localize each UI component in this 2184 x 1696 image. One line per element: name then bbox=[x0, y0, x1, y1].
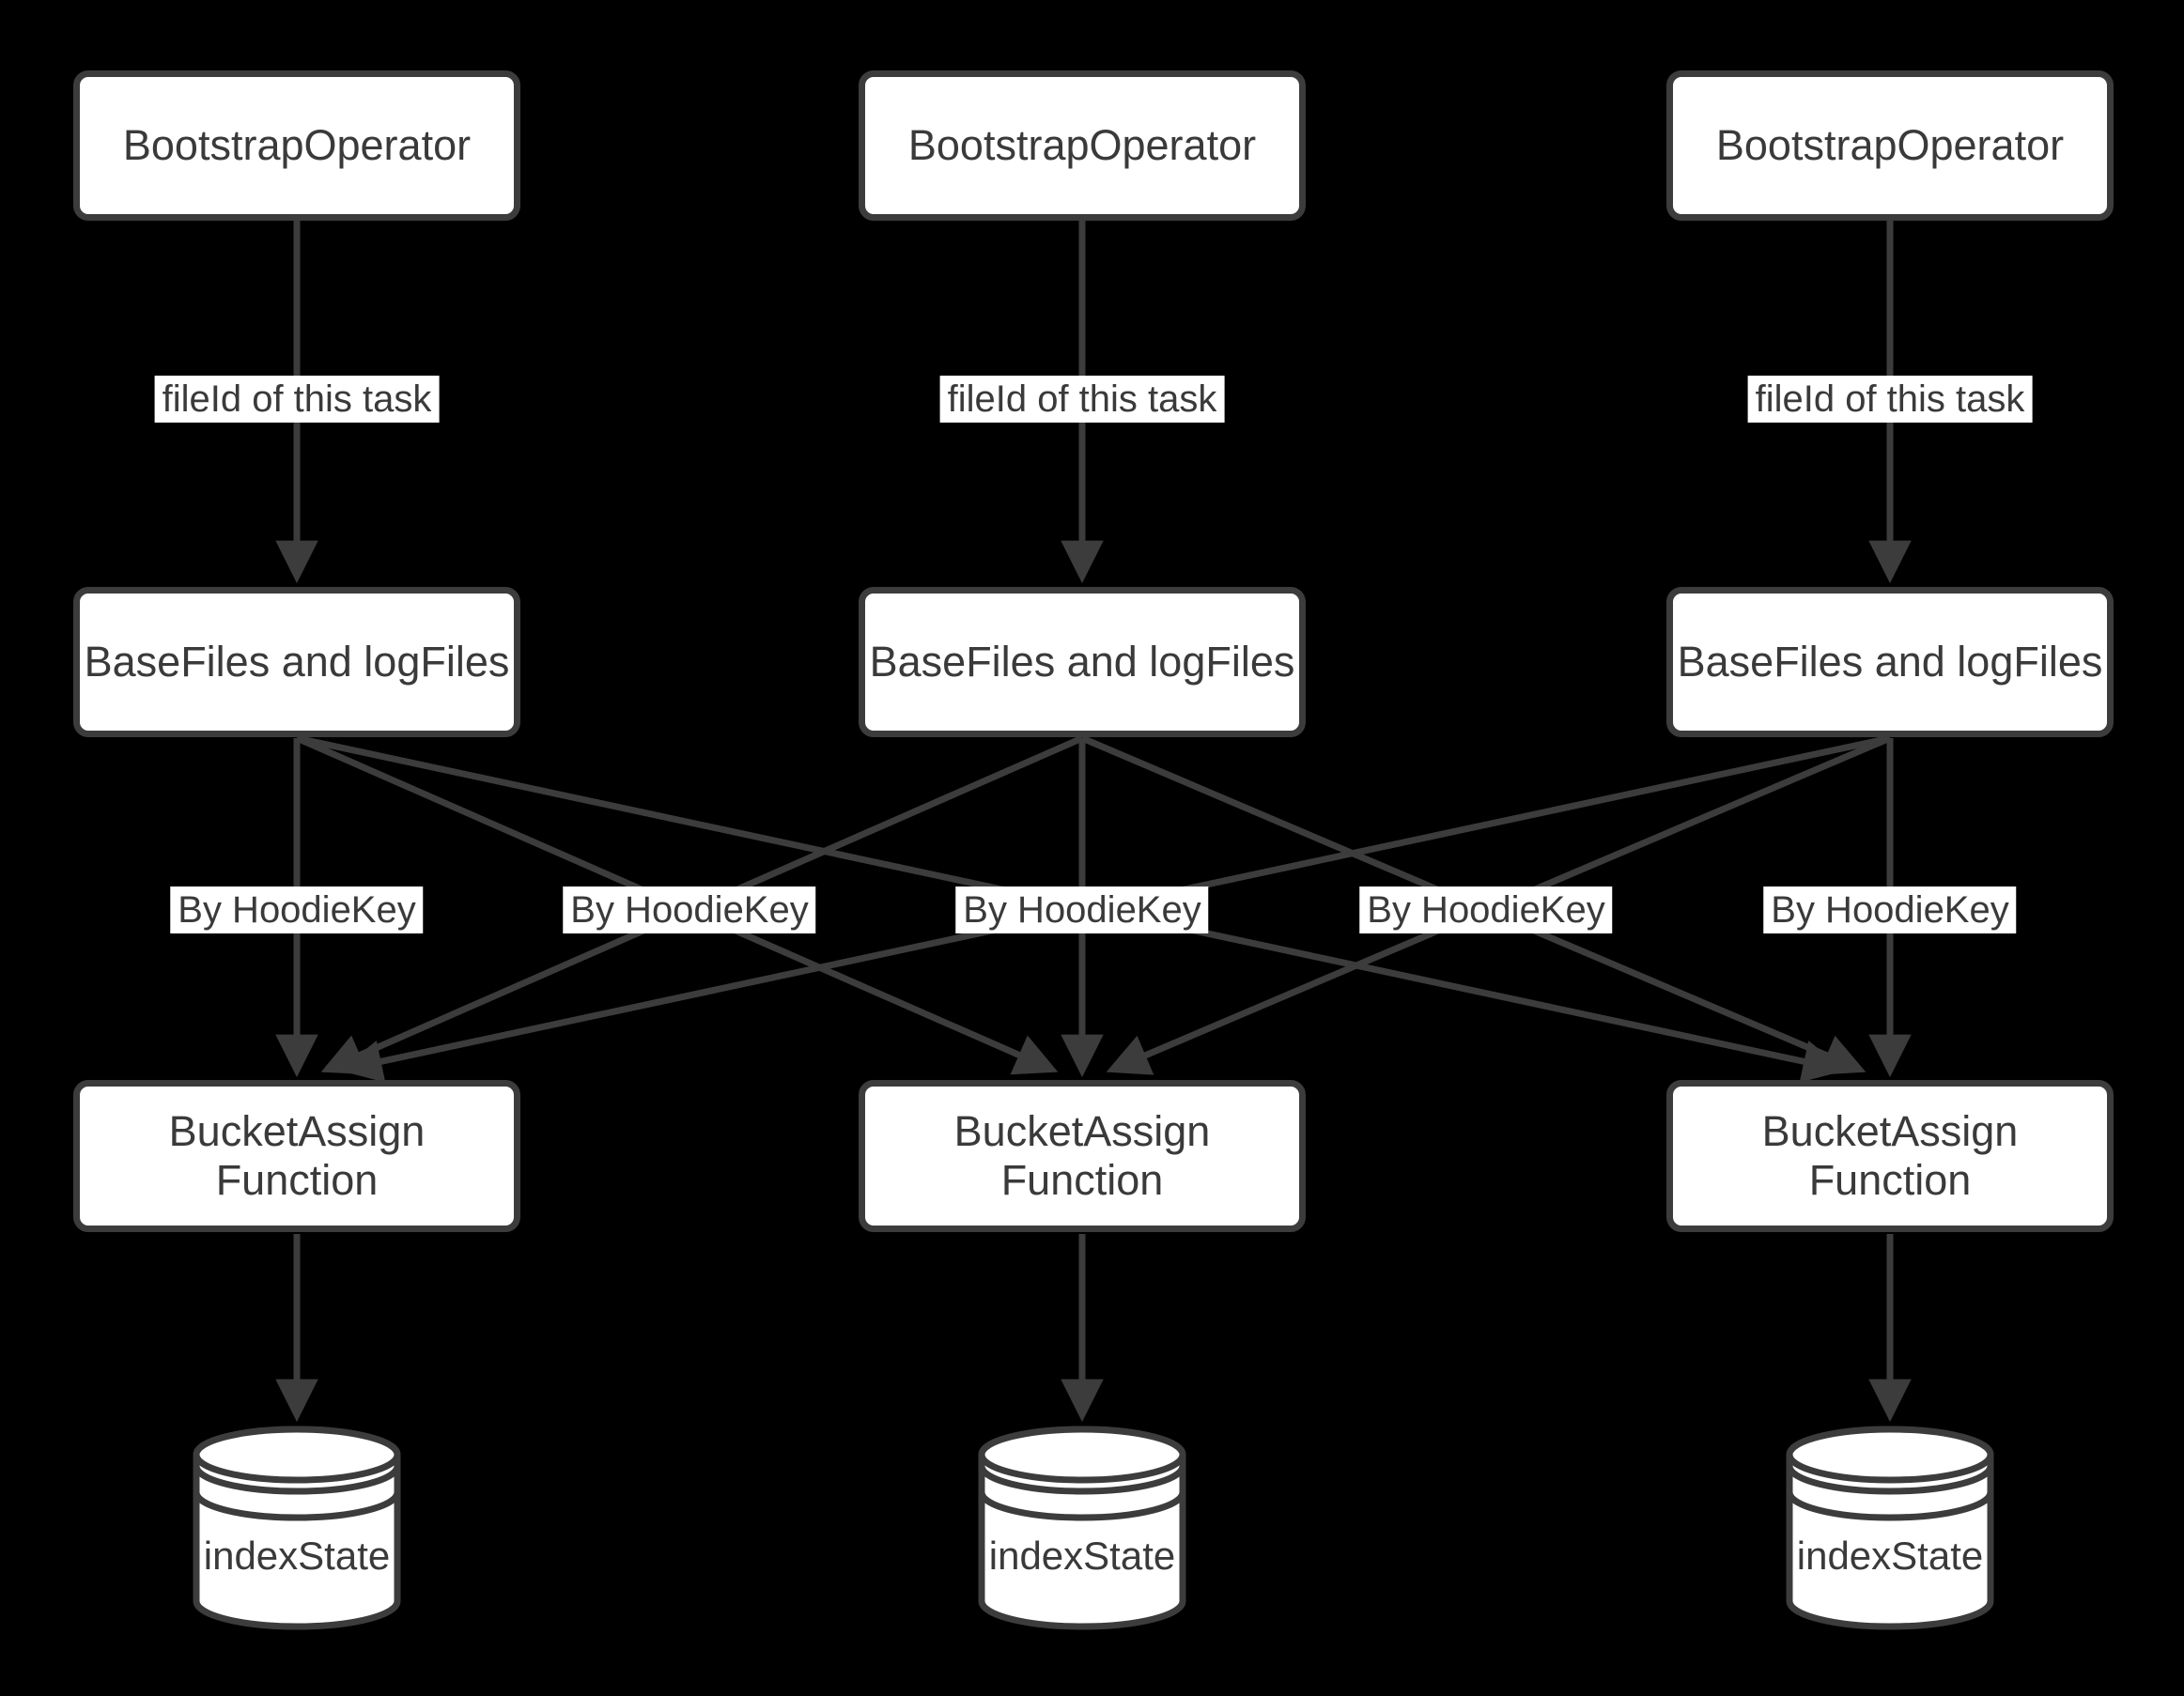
edge-label-hoodie-key: By HoodieKey bbox=[1763, 887, 2017, 933]
bootstrap-operator-node: BootstrapOperator bbox=[73, 70, 520, 221]
bucket-assign-line2: Function bbox=[215, 1156, 379, 1204]
database-cylinders bbox=[193, 1426, 1994, 1630]
bucket-assign-function-node: BucketAssign Function bbox=[859, 1080, 1306, 1232]
database-cylinder-icon bbox=[193, 1426, 401, 1630]
database-cylinder-icon bbox=[1786, 1426, 1994, 1630]
edge-label-task-field: fileId of this task bbox=[154, 376, 440, 423]
index-state-label: indexState bbox=[988, 1534, 1176, 1578]
store-edges bbox=[275, 1234, 1912, 1423]
basefiles-logfiles-node: BaseFiles and logFiles bbox=[859, 587, 1306, 737]
edge-label-task-field: fileId of this task bbox=[939, 376, 1225, 423]
bucket-assign-line1: BucketAssign bbox=[168, 1107, 426, 1156]
bucket-assign-function-node: BucketAssign Function bbox=[1666, 1080, 2114, 1232]
index-state-label: indexState bbox=[203, 1534, 391, 1578]
edge-label-hoodie-key: By HoodieKey bbox=[955, 887, 1209, 933]
basefiles-logfiles-node: BaseFiles and logFiles bbox=[73, 587, 520, 737]
bootstrap-operator-node: BootstrapOperator bbox=[1666, 70, 2114, 221]
database-cylinder-icon bbox=[978, 1426, 1186, 1630]
bucket-assign-line1: BucketAssign bbox=[953, 1107, 1211, 1156]
bucket-assign-line2: Function bbox=[1000, 1156, 1164, 1204]
bucket-assign-line2: Function bbox=[1808, 1156, 1972, 1204]
bucket-assign-function-node: BucketAssign Function bbox=[73, 1080, 520, 1232]
bucket-assign-line1: BucketAssign bbox=[1761, 1107, 2019, 1156]
edge-label-task-field: fileId of this task bbox=[1747, 376, 2033, 423]
index-state-label: indexState bbox=[1796, 1534, 1984, 1578]
basefiles-logfiles-node: BaseFiles and logFiles bbox=[1666, 587, 2114, 737]
edge-label-hoodie-key: By HoodieKey bbox=[170, 887, 424, 933]
edge-label-hoodie-key: By HoodieKey bbox=[563, 887, 816, 933]
bootstrap-operator-node: BootstrapOperator bbox=[859, 70, 1306, 221]
edge-label-hoodie-key: By HoodieKey bbox=[1359, 887, 1613, 933]
